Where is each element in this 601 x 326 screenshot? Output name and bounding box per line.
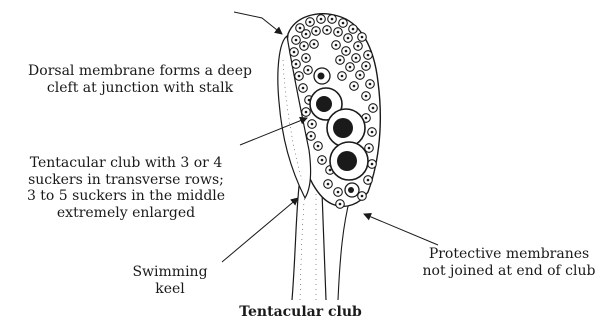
- sucker-center: [298, 75, 301, 78]
- sucker-center: [317, 145, 320, 148]
- figure-caption: Tentacular club: [0, 304, 601, 320]
- leader-line-protective: [364, 214, 438, 245]
- sucker-center: [331, 18, 334, 21]
- sucker-center: [303, 45, 306, 48]
- sucker-center: [335, 44, 338, 47]
- sucker-center: [315, 30, 318, 33]
- sucker-center: [367, 179, 370, 182]
- sucker-center: [365, 65, 368, 68]
- sucker-center: [349, 66, 352, 69]
- sucker-center: [305, 57, 308, 60]
- sucker-center: [321, 159, 324, 162]
- sucker-center: [295, 63, 298, 66]
- sucker-center: [305, 111, 308, 114]
- label-line: not joined at end of club: [420, 263, 598, 280]
- label-line: extremely enlarged: [3, 205, 249, 222]
- sucker-center: [355, 57, 358, 60]
- sucker-center: [311, 123, 314, 126]
- sucker-center: [345, 50, 348, 53]
- sucker-center: [361, 195, 364, 198]
- protective-membrane-strand: [338, 198, 350, 300]
- sucker-center: [371, 163, 374, 166]
- label-protective-membranes: Protective membranes not joined at end o…: [420, 246, 598, 279]
- sucker-center: [361, 36, 364, 39]
- sucker-center: [326, 29, 329, 32]
- label-dorsal-membrane: Dorsal membrane forms a deep cleft at ju…: [2, 63, 278, 96]
- label-line: 3 to 5 suckers in the middle: [3, 188, 249, 205]
- sucker-center: [359, 74, 362, 77]
- sucker-center: [329, 169, 332, 172]
- sucker-center: [339, 203, 342, 206]
- sucker-center: [341, 75, 344, 78]
- medium-sucker: [345, 183, 359, 197]
- label-tentacular-club: Tentacular club with 3 or 4 suckers in t…: [3, 155, 249, 221]
- sucker-center: [320, 18, 323, 21]
- sucker-center: [307, 69, 310, 72]
- sucker-center: [365, 95, 368, 98]
- sucker-center: [337, 31, 340, 34]
- leader-line-dorsal: [234, 12, 282, 34]
- sucker-center: [327, 183, 330, 186]
- label-line: Protective membranes: [420, 246, 598, 263]
- sucker-center: [302, 87, 305, 90]
- sucker-center: [372, 107, 375, 110]
- enlarged-sucker: [327, 109, 365, 147]
- sucker-center: [365, 117, 368, 120]
- label-line: Dorsal membrane forms a deep: [2, 63, 278, 80]
- sucker-center: [309, 21, 312, 24]
- sucker-center: [305, 33, 308, 36]
- sucker-center: [339, 59, 342, 62]
- sucker-center: [295, 39, 298, 42]
- label-line: suckers in transverse rows;: [3, 172, 249, 189]
- sucker-center: [310, 135, 313, 138]
- sucker-center: [342, 22, 345, 25]
- sucker-center: [369, 83, 372, 86]
- label-line: Tentacular club with 3 or 4: [3, 155, 249, 172]
- label-swimming-keel: Swimming keel: [120, 264, 220, 297]
- label-line: keel: [120, 281, 220, 298]
- enlarged-sucker: [330, 142, 368, 180]
- sucker-center: [353, 85, 356, 88]
- sucker-center: [293, 51, 296, 54]
- sucker-center: [367, 54, 370, 57]
- label-line: cleft at junction with stalk: [2, 80, 278, 97]
- sucker-center: [368, 147, 371, 150]
- sucker-center: [337, 191, 340, 194]
- sucker-center: [352, 28, 355, 31]
- sucker-center: [313, 43, 316, 46]
- sucker-center: [357, 45, 360, 48]
- label-line: Swimming: [120, 264, 220, 281]
- sucker-center: [371, 131, 374, 134]
- medium-sucker: [314, 68, 330, 84]
- sucker-center: [347, 37, 350, 40]
- sucker-center: [299, 27, 302, 30]
